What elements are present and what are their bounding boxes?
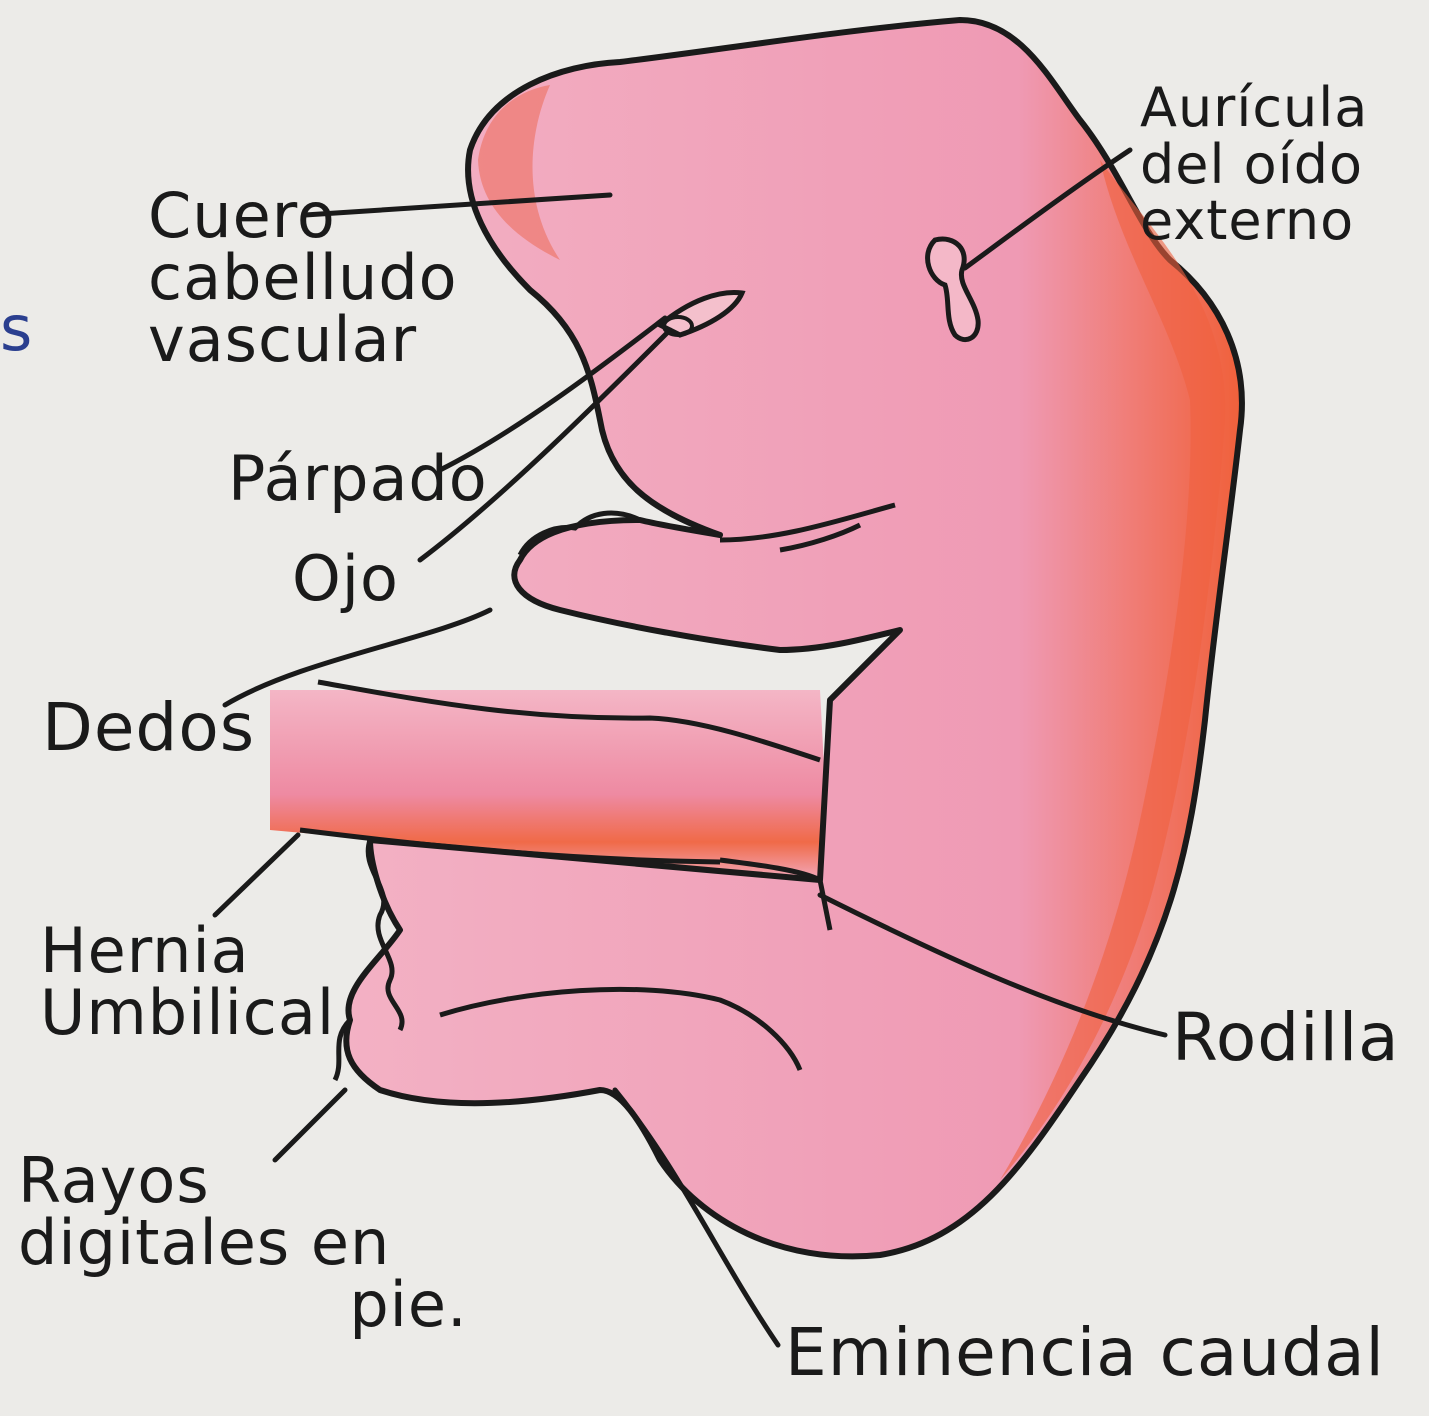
label-ojo: Ojo bbox=[292, 548, 399, 610]
umbilical-cord bbox=[270, 690, 830, 880]
label-parpado: Párpado bbox=[228, 448, 488, 510]
label-eminencia-caudal: Eminencia caudal bbox=[785, 1320, 1385, 1386]
label-rayos-digitales: Rayos digitales en pie. bbox=[18, 1150, 468, 1336]
label-auricula: Aurícula del oído externo bbox=[1140, 80, 1368, 250]
label-rodilla: Rodilla bbox=[1172, 1005, 1400, 1071]
label-cuero-cabelludo: Cuero cabelludo vascular bbox=[148, 185, 458, 371]
label-hernia-umbilical: Hernia Umbilical bbox=[40, 920, 335, 1044]
edge-fragment: s bbox=[0, 298, 33, 360]
label-dedos: Dedos bbox=[42, 695, 255, 761]
leader-hernia bbox=[215, 835, 298, 915]
